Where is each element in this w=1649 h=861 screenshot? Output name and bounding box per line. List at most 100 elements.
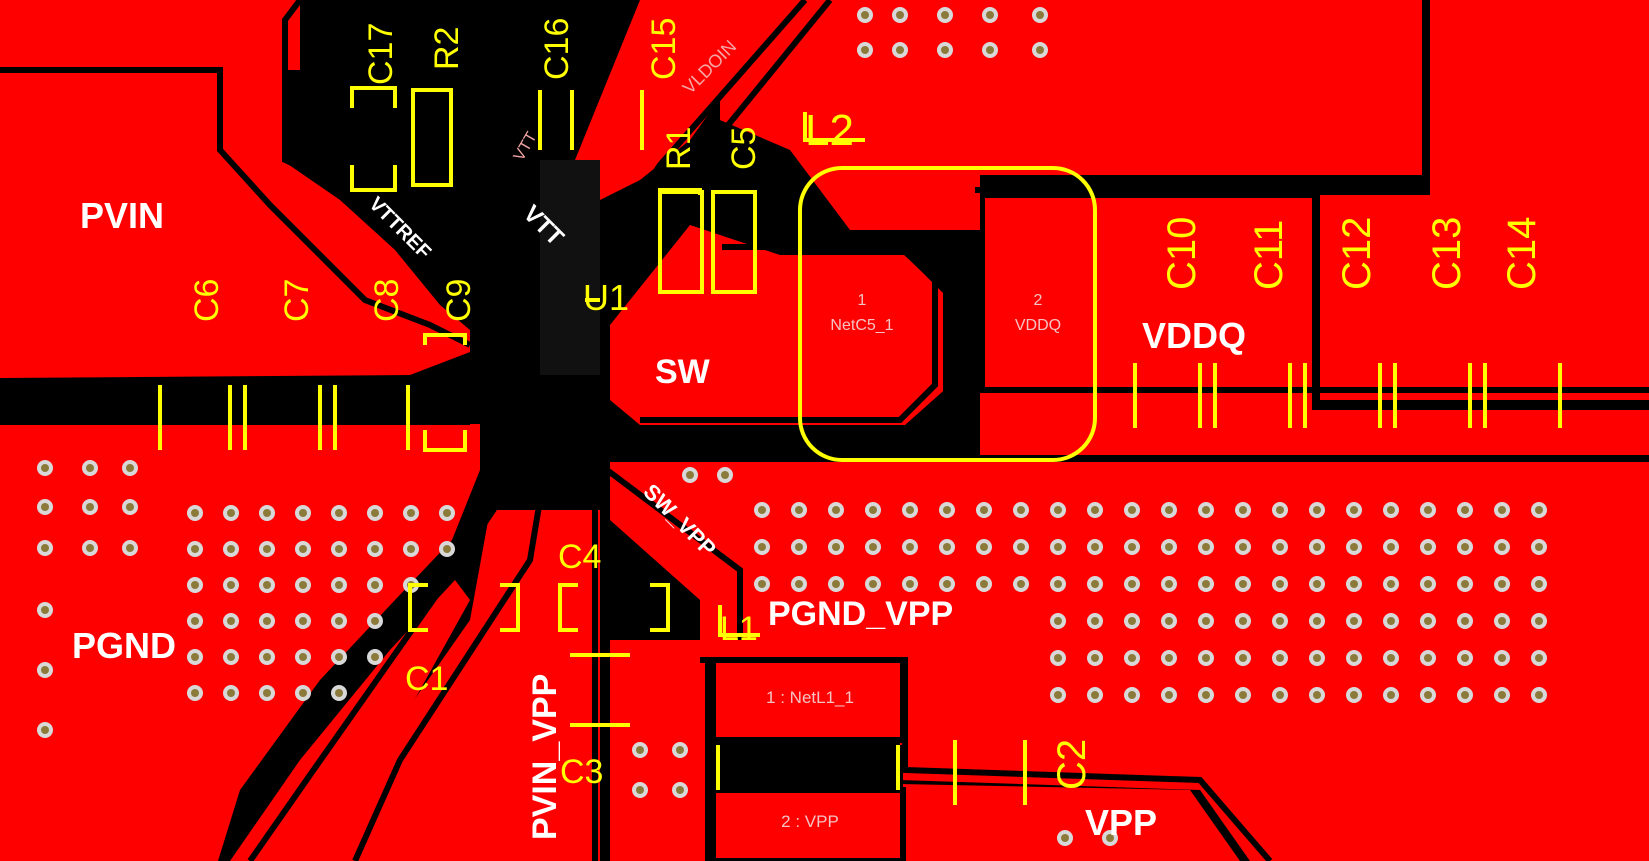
- via-hole: [896, 46, 904, 54]
- via-hole: [676, 746, 684, 754]
- l1-mark: [718, 605, 760, 637]
- via-hole: [126, 544, 134, 552]
- l1-pad2: [710, 787, 906, 861]
- via-hole: [126, 503, 134, 511]
- c9-outline-a: [423, 333, 467, 345]
- via-hole: [41, 606, 49, 614]
- via-hole: [1165, 543, 1173, 551]
- via-hole: [906, 506, 914, 514]
- l2-pad1-number: 1: [858, 292, 867, 309]
- via-hole: [986, 11, 994, 19]
- via-hole: [1202, 506, 1210, 514]
- via-hole: [758, 543, 766, 551]
- via-hole: [1387, 506, 1395, 514]
- via-hole: [1535, 580, 1543, 588]
- refdes-c9: C9: [440, 279, 478, 322]
- net-pgnd: PGND: [72, 625, 176, 666]
- via-hole: [1061, 834, 1069, 842]
- via-hole: [1128, 543, 1136, 551]
- via-hole: [1535, 543, 1543, 551]
- via-hole: [335, 653, 343, 661]
- via-hole: [41, 503, 49, 511]
- via-hole: [191, 509, 199, 517]
- via-hole: [335, 509, 343, 517]
- via-hole: [41, 726, 49, 734]
- via-hole: [1128, 506, 1136, 514]
- via-hole: [1202, 691, 1210, 699]
- net-pvin-vpp: PVIN_VPP: [526, 674, 564, 840]
- via-hole: [980, 580, 988, 588]
- via-hole: [1017, 506, 1025, 514]
- via-hole: [1313, 691, 1321, 699]
- via-hole: [1165, 617, 1173, 625]
- l2-pad2-net: VDDQ: [1015, 317, 1061, 334]
- via-hole: [1165, 580, 1173, 588]
- via-hole: [986, 46, 994, 54]
- via-hole: [832, 543, 840, 551]
- refdes-c1: C1: [405, 660, 448, 698]
- via-hole: [371, 653, 379, 661]
- via-hole: [191, 653, 199, 661]
- refdes-l1: L1: [720, 610, 758, 648]
- via-hole: [371, 509, 379, 517]
- via-hole: [1239, 654, 1247, 662]
- via-hole: [795, 580, 803, 588]
- via-hole: [371, 617, 379, 625]
- l2-pad2-number: 2: [1034, 292, 1043, 309]
- l1-gap: [713, 745, 903, 790]
- via-hole: [1424, 691, 1432, 699]
- via-hole: [758, 580, 766, 588]
- via-hole: [1350, 543, 1358, 551]
- via-hole: [943, 580, 951, 588]
- via-hole: [1239, 691, 1247, 699]
- via-hole: [1017, 580, 1025, 588]
- via-hole: [1091, 580, 1099, 588]
- vtt-trace: [540, 160, 600, 375]
- via-hole: [1128, 617, 1136, 625]
- via-hole: [1276, 691, 1284, 699]
- via-hole: [1054, 506, 1062, 514]
- via-hole: [861, 46, 869, 54]
- via-hole: [263, 581, 271, 589]
- via-hole: [299, 653, 307, 661]
- c1-outline-a: [408, 583, 428, 632]
- refdes-c11: C11: [1247, 220, 1291, 290]
- via-hole: [263, 509, 271, 517]
- via-hole: [1461, 691, 1469, 699]
- via-hole: [335, 689, 343, 697]
- via-hole: [407, 509, 415, 517]
- c4-outline-b: [650, 583, 670, 632]
- net-pvin: PVIN: [80, 195, 164, 236]
- via-hole: [1350, 654, 1358, 662]
- via-hole: [1054, 543, 1062, 551]
- refdes-r1: R1: [660, 127, 698, 170]
- c17-outline: [350, 86, 397, 108]
- l1-pad2-label: 2 : VPP: [781, 812, 839, 831]
- via-hole: [906, 543, 914, 551]
- l1-body: [710, 657, 906, 861]
- via-hole: [1202, 654, 1210, 662]
- via-hole: [1313, 654, 1321, 662]
- refdes-c6: C6: [188, 279, 226, 322]
- via-hole: [943, 506, 951, 514]
- via-hole: [1091, 506, 1099, 514]
- via-hole: [1387, 543, 1395, 551]
- via-hole: [263, 653, 271, 661]
- via-hole: [1276, 617, 1284, 625]
- via-hole: [191, 689, 199, 697]
- l2-pad1-net: NetC5_1: [830, 317, 893, 334]
- via-hole: [1498, 617, 1506, 625]
- middle-left-pour: [575, 0, 790, 200]
- via-hole: [227, 617, 235, 625]
- via-hole: [1165, 506, 1173, 514]
- via-hole: [263, 689, 271, 697]
- via-hole: [86, 464, 94, 472]
- via-hole: [1424, 580, 1432, 588]
- via-hole: [86, 503, 94, 511]
- refdes-c17: C17: [362, 23, 400, 85]
- via-hole: [227, 689, 235, 697]
- l2-outline: [798, 166, 1097, 462]
- via-hole: [1239, 617, 1247, 625]
- via-hole: [869, 543, 877, 551]
- refdes-c3: C3: [560, 753, 603, 791]
